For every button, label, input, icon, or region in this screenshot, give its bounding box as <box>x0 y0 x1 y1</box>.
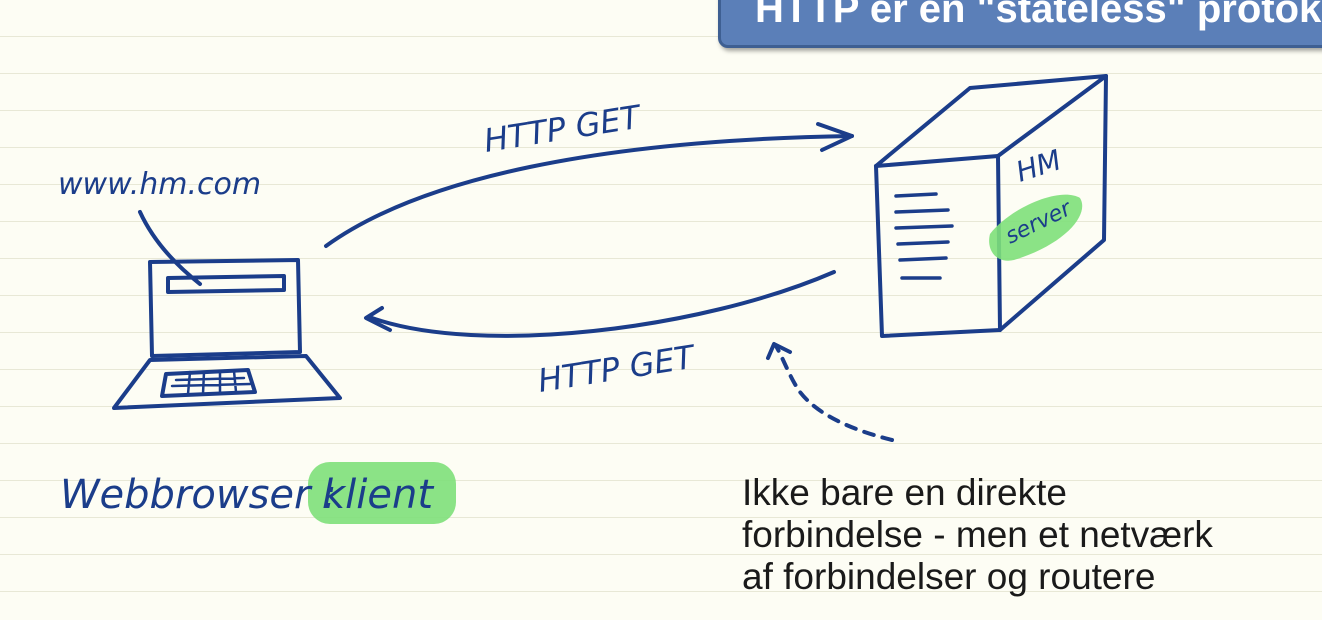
client-prefix-label: Webbrowser : <box>60 472 337 518</box>
server-highlight <box>989 194 1083 261</box>
request-arrow <box>324 122 854 248</box>
client-label: klient <box>322 472 434 518</box>
url-label: www.hm.com <box>58 167 261 202</box>
note-text: Ikke bare en direkte forbindelse - men e… <box>742 472 1213 598</box>
server-label-hm: HM <box>1012 143 1065 188</box>
client-highlight <box>308 462 456 524</box>
response-arrow <box>364 270 836 338</box>
note-pointer-head <box>766 342 792 360</box>
note-line-2: forbindelse - men et netværk <box>742 514 1213 555</box>
url-pointer-line <box>138 210 202 286</box>
note-line-3: af forbindelser og routere <box>742 556 1156 597</box>
server-icon <box>874 74 1108 338</box>
laptop-icon <box>112 258 342 410</box>
slide-title: HTTP er en "stateless" protokol <box>755 0 1322 31</box>
slide-title-box: HTTP er en "stateless" protokol <box>718 0 1322 48</box>
note-line-1: Ikke bare en direkte <box>742 472 1067 513</box>
response-label: HTTP GET <box>535 337 699 400</box>
note-pointer-dashed <box>774 344 894 442</box>
